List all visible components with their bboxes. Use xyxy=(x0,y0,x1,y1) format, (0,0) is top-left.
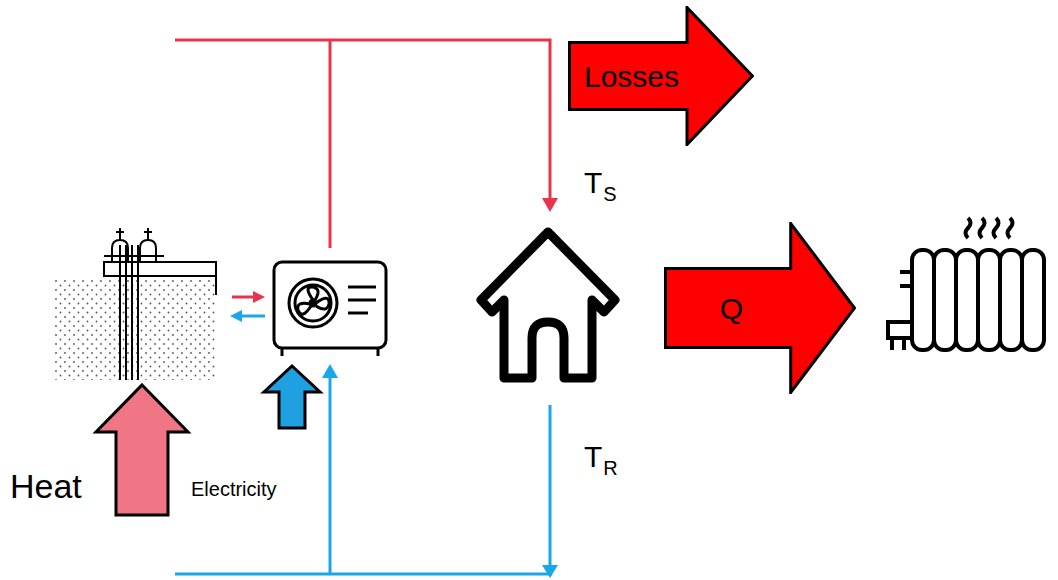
flow-arrows xyxy=(230,291,265,322)
borehole-icon xyxy=(55,228,216,380)
losses-arrow: Losses xyxy=(568,6,754,146)
heat-label: Heat xyxy=(10,468,82,505)
temperature-symbol: T xyxy=(584,166,602,199)
heat-pump-icon xyxy=(274,262,386,356)
temperature-subscript: S xyxy=(603,183,616,205)
temperature-subscript: R xyxy=(603,457,617,479)
heat-output-arrow: Q xyxy=(664,222,856,394)
arrow-label: Q xyxy=(720,292,743,325)
electricity-label: Electricity xyxy=(191,478,277,500)
return-arrowhead xyxy=(322,364,338,378)
electricity-arrow xyxy=(264,366,320,428)
supply-arrowhead xyxy=(542,198,558,212)
return-pipe xyxy=(175,375,550,574)
supply-pipe xyxy=(175,40,550,248)
return-arrowhead xyxy=(542,565,558,578)
arrow-shape xyxy=(664,222,856,394)
heat-arrow xyxy=(96,385,188,515)
house-icon xyxy=(481,232,615,378)
temperature-symbol: T xyxy=(584,440,602,473)
radiator-icon xyxy=(888,218,1044,350)
arrow-label: Losses xyxy=(584,60,679,93)
